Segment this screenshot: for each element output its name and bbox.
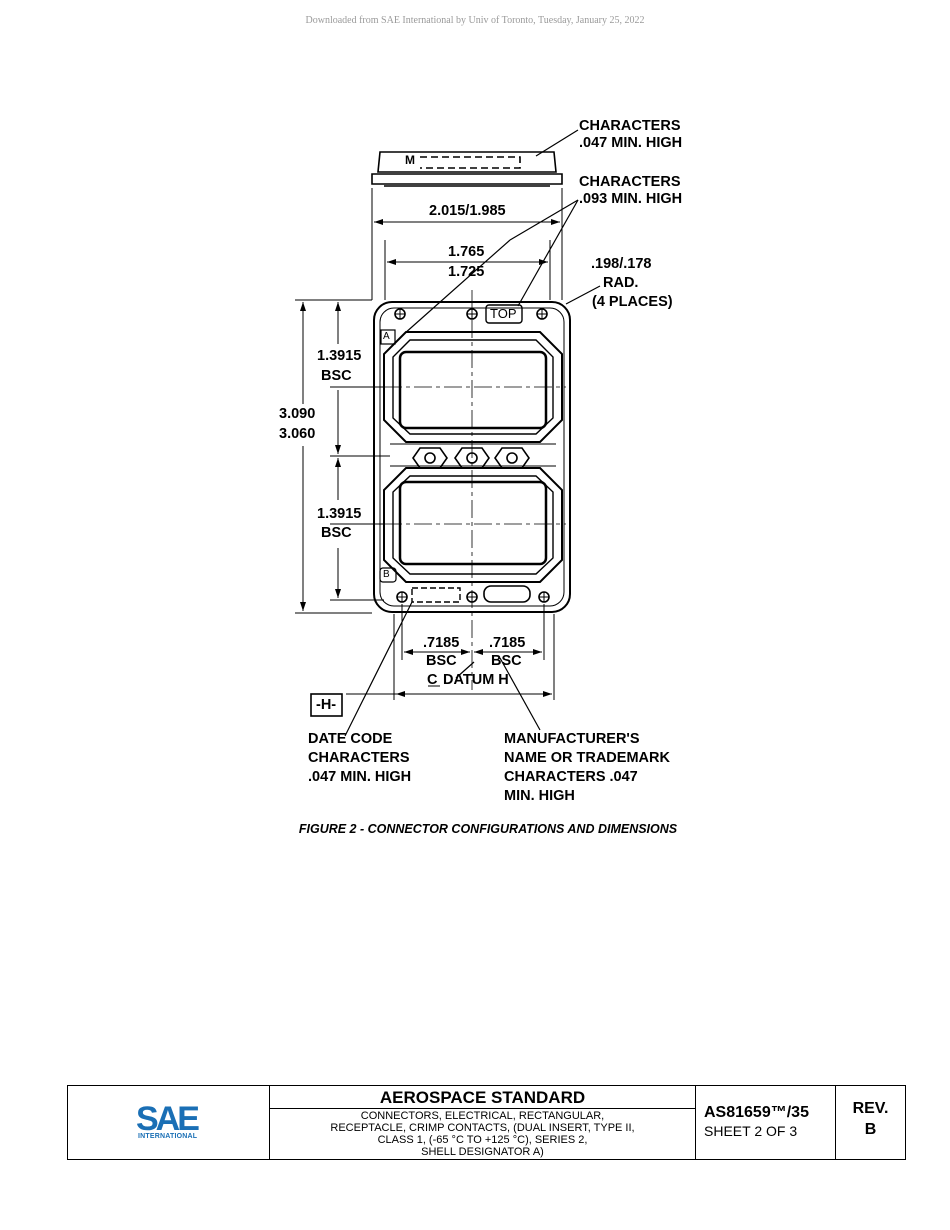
dim-13915-upper-line2: BSC (321, 368, 352, 384)
sae-logo-subtext: INTERNATIONAL (138, 1133, 198, 1140)
mfr-line2: NAME OR TRADEMARK (504, 750, 670, 766)
datum-h-box: -H- (316, 697, 337, 713)
dim-3090: 3.090 (279, 406, 316, 422)
chars-047-top-line1: CHARACTERS (579, 118, 681, 134)
sheet-number: SHEET 2 OF 3 (704, 1123, 798, 1139)
chars-093-line2: .093 MIN. HIGH (579, 191, 683, 207)
figure-caption: FIGURE 2 - CONNECTOR CONFIGURATIONS AND … (298, 822, 678, 836)
date-code-line3: .047 MIN. HIGH (308, 769, 412, 785)
revision-value: B (864, 1121, 877, 1138)
dim-13915-lower-line1: 1.3915 (317, 506, 362, 522)
dim-7185-right: .7185 (489, 635, 526, 651)
revision-label: REV. (852, 1100, 889, 1117)
title-block: SAE INTERNATIONAL AEROSPACE STANDARD CON… (67, 1085, 906, 1160)
b-marking: B (383, 569, 390, 580)
m-marking: M (405, 153, 415, 167)
title-cell: AEROSPACE STANDARD CONNECTORS, ELECTRICA… (270, 1086, 696, 1159)
dim-3060: 3.060 (279, 426, 316, 442)
document-description: CONNECTORS, ELECTRICAL, RECTANGULAR, REC… (270, 1109, 695, 1158)
chars-047-top-line2: .047 MIN. HIGH (579, 135, 683, 151)
datum-h-label: DATUM H (443, 672, 509, 688)
document-number: AS81659™/35 (704, 1104, 809, 1121)
connector-side-view (371, 151, 563, 187)
download-watermark: Downloaded from SAE International by Uni… (305, 15, 645, 26)
bsc-left: BSC (426, 653, 457, 669)
bsc-right: BSC (491, 653, 522, 669)
description-line: CLASS 1, (-65 °C TO +125 °C), SERIES 2, (377, 1134, 588, 1146)
description-line: CONNECTORS, ELECTRICAL, RECTANGULAR, (360, 1110, 605, 1122)
mfr-line3: CHARACTERS .047 (504, 769, 638, 785)
revision-cell: REV. B (836, 1086, 905, 1159)
description-line: RECEPTACLE, CRIMP CONTACTS, (DUAL INSERT… (330, 1122, 635, 1134)
top-marking: TOP (490, 306, 517, 321)
rad-line3: (4 PLACES) (592, 294, 673, 310)
sae-logo-text: SAE (136, 1100, 199, 1134)
a-marking: A (383, 331, 390, 342)
mfr-line1: MANUFACTURER'S (504, 731, 640, 747)
sae-logo-cell: SAE INTERNATIONAL (68, 1086, 270, 1159)
centerline-symbol: C (427, 672, 438, 688)
dim-1725: 1.725 (448, 264, 485, 280)
dim-13915-upper-line1: 1.3915 (317, 348, 362, 364)
mfr-line4: MIN. HIGH (504, 788, 575, 804)
dim-7185-left: .7185 (423, 635, 460, 651)
description-line: SHELL DESIGNATOR A) (421, 1146, 544, 1158)
chars-093-line1: CHARACTERS (579, 174, 681, 190)
document-number-cell: AS81659™/35 SHEET 2 OF 3 (696, 1086, 836, 1159)
aerospace-standard-heading: AEROSPACE STANDARD (270, 1086, 695, 1109)
sae-logo-icon: SAE (136, 1100, 200, 1134)
date-code-line2: CHARACTERS (308, 750, 410, 766)
dim-13915-lower-line2: BSC (321, 525, 352, 541)
date-code-line1: DATE CODE (308, 731, 393, 747)
dim-2015-1985: 2.015/1.985 (429, 203, 506, 219)
rad-line1: .198/.178 (591, 256, 652, 272)
rad-line2: RAD. (603, 275, 639, 291)
dim-1765: 1.765 (448, 244, 485, 260)
